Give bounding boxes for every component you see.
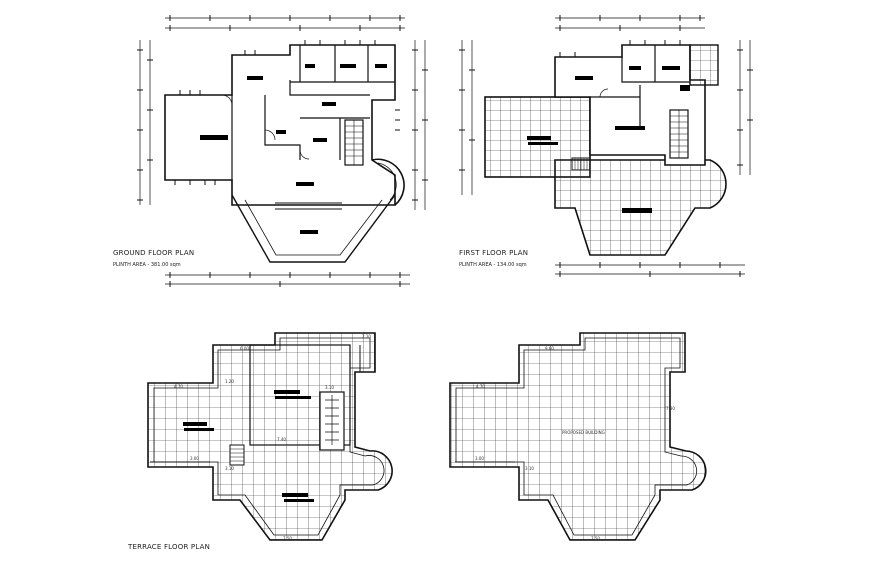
svg-text:7.50: 7.50 xyxy=(591,536,600,541)
ground-room-labels xyxy=(200,64,387,234)
svg-text:3.00: 3.00 xyxy=(475,456,484,461)
ground-dimension-lines xyxy=(139,17,426,285)
terrace-floor-plan xyxy=(147,332,393,541)
proposed-building-plan xyxy=(449,332,707,541)
first-floor-plan-title: FIRST FLOOR PLAN xyxy=(459,249,529,257)
terrace-floor-plan-title: TERRACE FLOOR PLAN xyxy=(128,543,211,551)
ground-dimension-ticks xyxy=(137,15,428,287)
svg-text:3.10: 3.10 xyxy=(525,466,534,471)
terrace-dimension-notes: 6.00 2.10 4.70 1.20 7.40 3.10 3.00 3.10 … xyxy=(174,334,371,541)
proposed-building-label: PROPOSED BUILDING xyxy=(562,430,605,435)
svg-text:4.70: 4.70 xyxy=(476,384,485,389)
proposed-dimension-notes: 9.60 4.70 3.00 3.10 7.50 7.30 xyxy=(475,346,675,541)
svg-text:2.10: 2.10 xyxy=(362,334,371,339)
svg-text:7.30: 7.30 xyxy=(666,406,675,411)
svg-text:4.70: 4.70 xyxy=(174,384,183,389)
ground-floor-plan xyxy=(137,15,428,287)
first-dimension-ticks xyxy=(459,15,753,277)
first-room-labels xyxy=(527,66,690,213)
ground-floor-plan-title: GROUND FLOOR PLAN xyxy=(113,249,195,257)
svg-text:7.40: 7.40 xyxy=(277,437,286,442)
terrace-room-labels xyxy=(183,390,314,502)
svg-text:9.60: 9.60 xyxy=(545,346,554,351)
svg-text:3.10: 3.10 xyxy=(225,466,234,471)
svg-text:3.00: 3.00 xyxy=(190,456,199,461)
first-floor-plan xyxy=(459,15,753,277)
first-floor-plinth-area: PLINTH AREA - 134.00 sqm xyxy=(459,262,527,268)
ground-floor-plinth-area: PLINTH AREA - 381.00 sqm xyxy=(113,262,181,268)
svg-text:6.00: 6.00 xyxy=(240,346,249,351)
svg-text:7.50: 7.50 xyxy=(283,536,292,541)
svg-text:3.10: 3.10 xyxy=(325,385,334,390)
svg-text:1.20: 1.20 xyxy=(225,379,234,384)
